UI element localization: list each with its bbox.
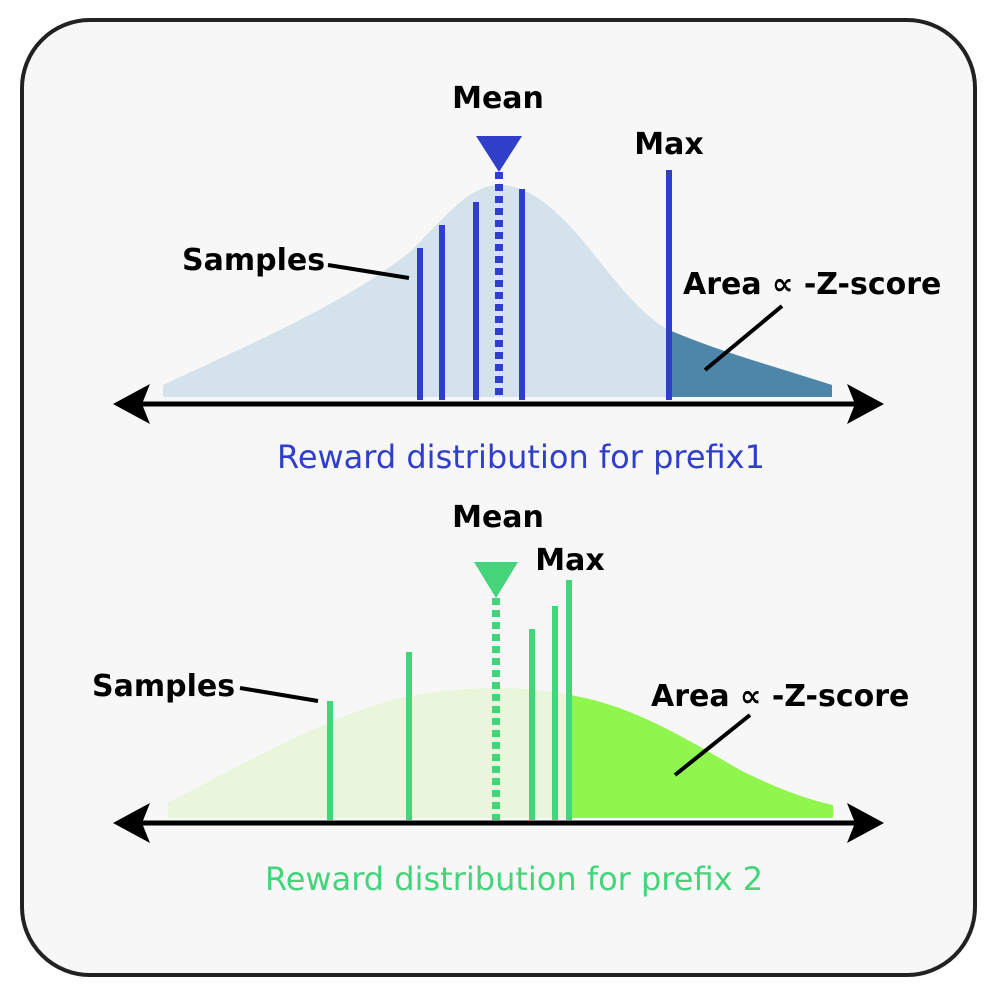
- area-label: Area ∝ -Z-score: [651, 679, 909, 714]
- down-triangle-icon: [476, 136, 522, 172]
- axis-arrow-right-icon: [847, 803, 884, 843]
- samples-pointer: [239, 686, 319, 703]
- axis-arrow-right-icon: [847, 384, 884, 424]
- distribution-curve: [163, 185, 669, 397]
- area-label: Area ∝ -Z-score: [683, 267, 941, 302]
- mean-label: Mean: [452, 81, 544, 116]
- panel-prefix2: Mean Max Samples Area ∝ -Z-score Reward …: [92, 500, 909, 898]
- distribution-curve: [168, 688, 570, 818]
- samples-label: Samples: [182, 243, 325, 278]
- panel-title: Reward distribution for prefix 2: [265, 860, 763, 898]
- panel-title: Reward distribution for prefix1: [277, 438, 765, 476]
- mean-label: Mean: [452, 500, 544, 535]
- samples-label: Samples: [92, 669, 235, 704]
- area-pointer: [673, 713, 752, 777]
- tail-area: [570, 695, 833, 818]
- axis-arrow-left-icon: [113, 384, 150, 424]
- max-label: Max: [634, 127, 703, 162]
- rounded-frame: [20, 18, 977, 977]
- down-triangle-icon: [474, 562, 518, 598]
- axis-arrow-left-icon: [113, 803, 150, 843]
- area-pointer: [703, 304, 784, 372]
- panel-prefix1: Mean Max Samples Area ∝ -Z-score Reward …: [113, 81, 941, 476]
- tail-area: [669, 330, 832, 397]
- max-label: Max: [535, 543, 604, 578]
- samples-pointer: [327, 263, 410, 280]
